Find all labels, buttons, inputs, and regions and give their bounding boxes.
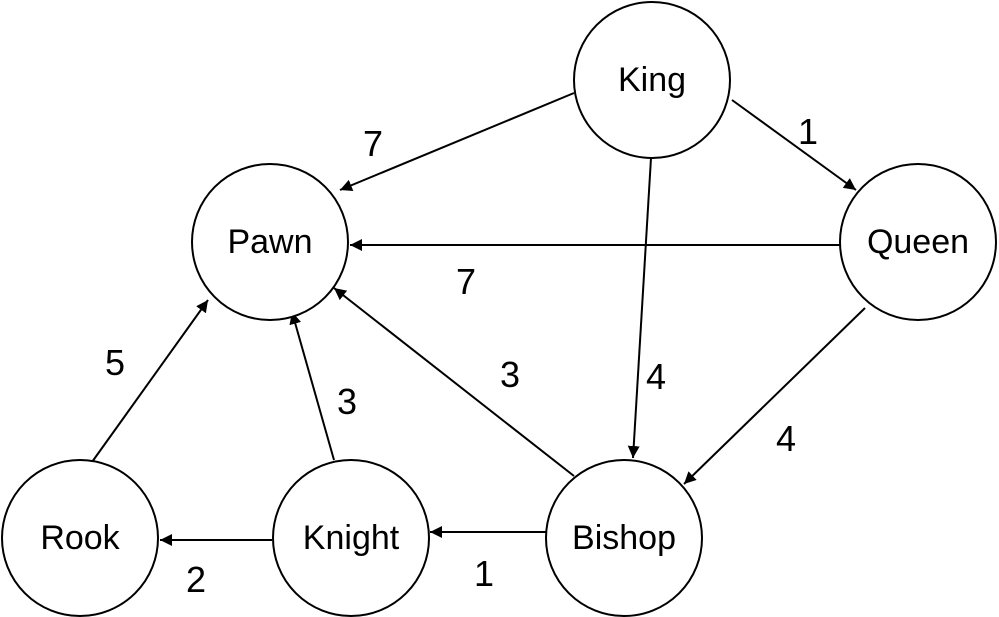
edge-king-to-bishop (627, 157, 652, 459)
node-queen-label: Queen (867, 223, 969, 261)
node-queen[interactable]: Queen (839, 163, 997, 321)
edge-bishop-to-pawn (333, 287, 575, 477)
node-knight[interactable]: Knight (272, 459, 430, 617)
weight-knight-pawn: 3 (337, 381, 357, 422)
node-king-label: King (618, 61, 686, 99)
node-knight-circle (272, 459, 430, 617)
node-king-circle (573, 1, 731, 159)
edge-queen-to-bishop (683, 307, 866, 485)
weight-king-queen: 1 (798, 111, 818, 152)
node-bishop-circle (545, 459, 703, 617)
weight-king-pawn: 7 (363, 123, 383, 164)
edge-king-to-pawn (339, 92, 575, 191)
weight-queen-pawn: 7 (456, 261, 476, 302)
edge-king-to-queen (731, 99, 857, 191)
weight-queen-bishop: 4 (776, 418, 796, 459)
weight-rook-pawn: 5 (105, 342, 125, 383)
node-knight-label: Knight (303, 519, 400, 557)
weight-knight-rook: 2 (186, 559, 206, 600)
node-pawn[interactable]: Pawn (191, 163, 349, 321)
node-queen-circle (839, 163, 997, 321)
node-king[interactable]: King (573, 1, 731, 159)
node-rook[interactable]: Rook (1, 459, 159, 617)
edge-weights: 7 1 4 7 4 3 1 3 2 5 (105, 111, 818, 600)
node-bishop-label: Bishop (572, 519, 676, 557)
weight-bishop-knight: 1 (474, 553, 494, 594)
node-rook-circle (1, 459, 159, 617)
weight-king-bishop: 4 (646, 356, 666, 397)
node-pawn-label: Pawn (227, 223, 312, 261)
node-pawn-circle (191, 163, 349, 321)
node-rook-label: Rook (40, 519, 120, 557)
edge-knight-to-pawn (289, 311, 335, 461)
edge-rook-to-pawn (91, 299, 209, 463)
weight-bishop-pawn: 3 (500, 354, 520, 395)
edges (91, 92, 866, 546)
node-bishop[interactable]: Bishop (545, 459, 703, 617)
